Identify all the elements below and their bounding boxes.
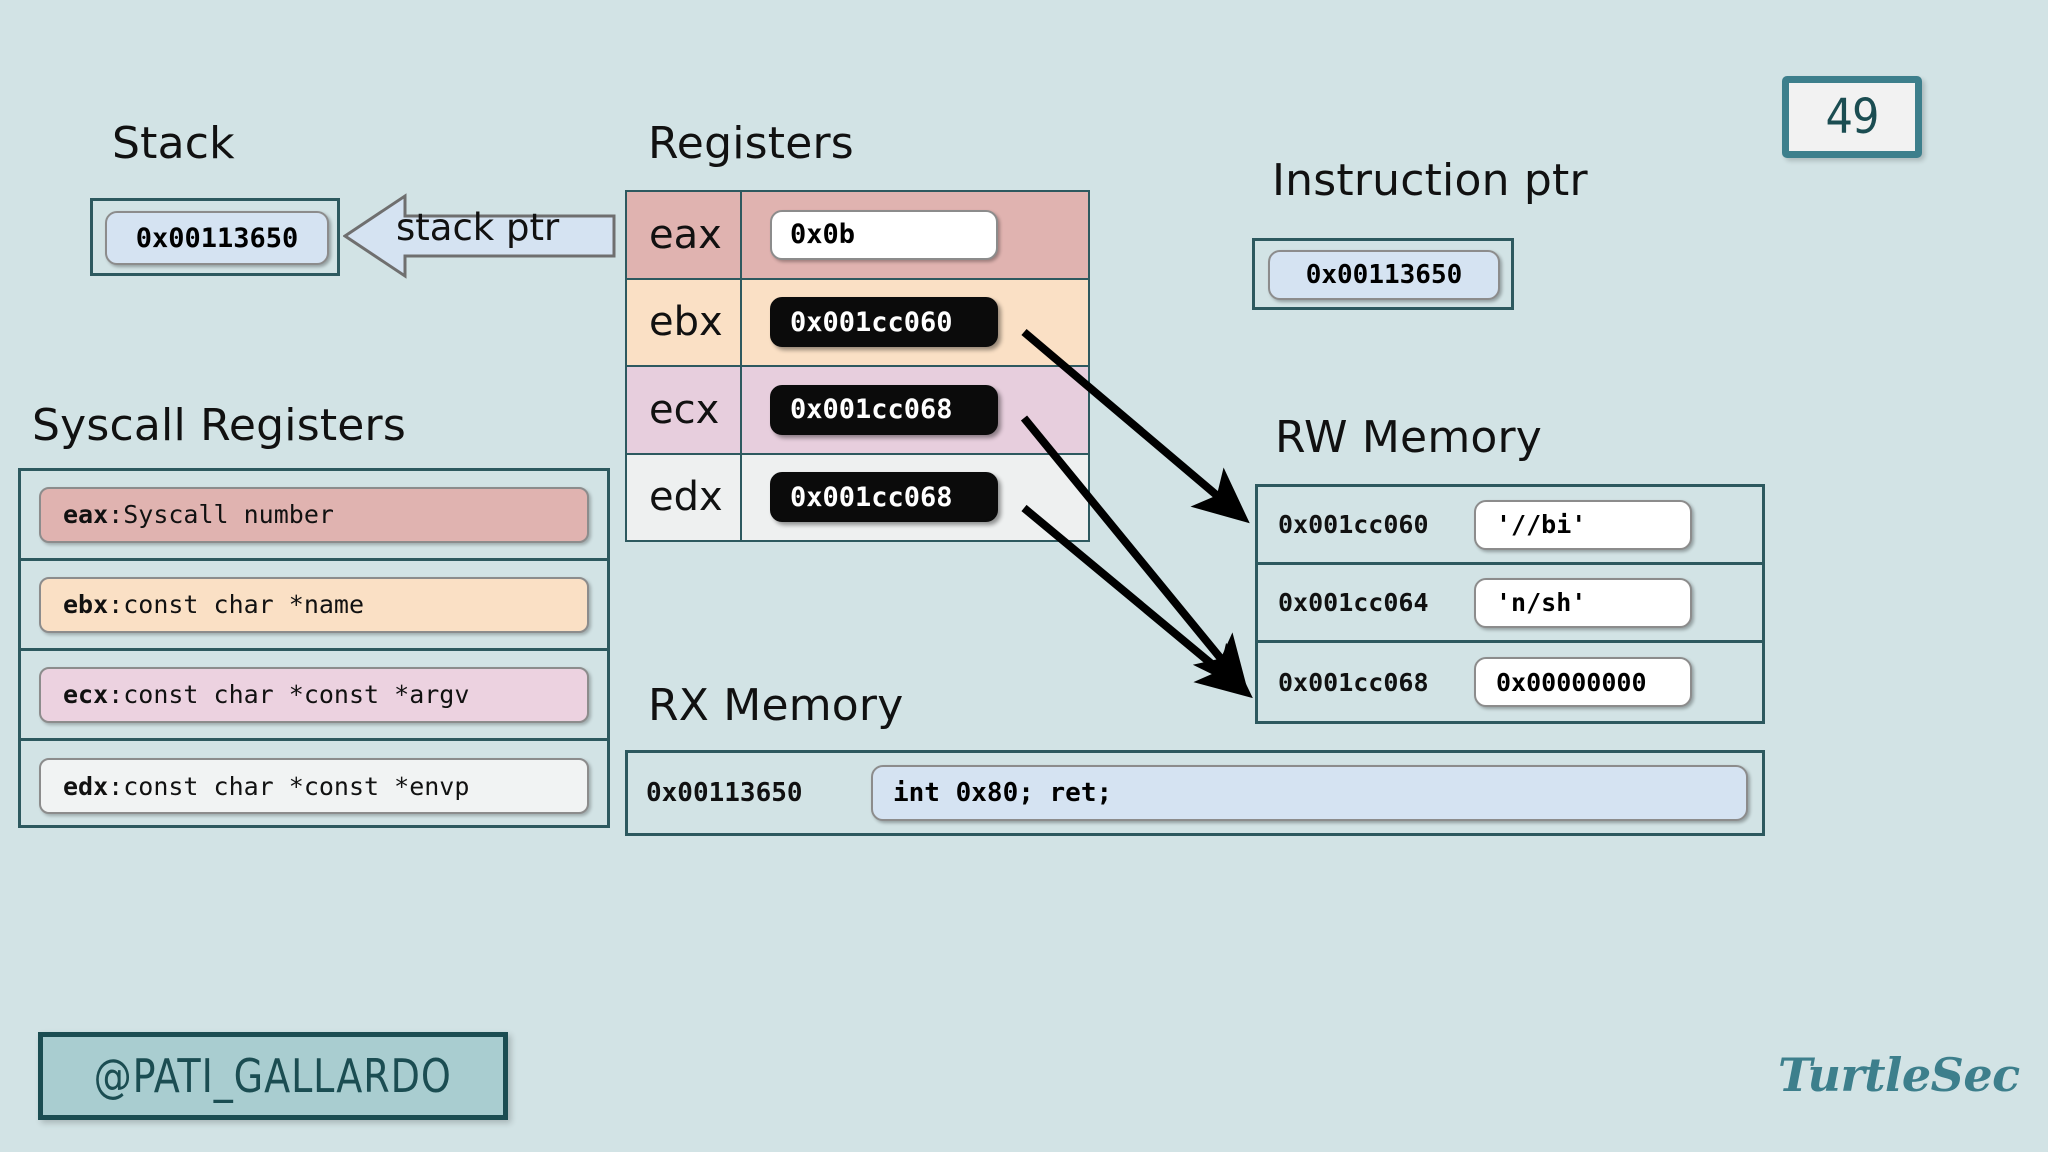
register-value-cell-edx: 0x001cc068 <box>742 455 1088 541</box>
syscall-register-name-ebx: ebx <box>63 590 109 619</box>
rw-memory-row: 0x001cc068 0x00000000 <box>1258 643 1762 721</box>
syscall-separator-edx: : <box>108 771 124 801</box>
syscall-description-edx: const char *const *envp <box>123 771 470 801</box>
rx-memory-instruction: int 0x80; ret; <box>871 765 1748 821</box>
rw-memory-value: 'n/sh' <box>1474 577 1692 628</box>
stack-pointer-label: stack ptr <box>396 206 560 249</box>
rx-memory-address: 0x00113650 <box>646 778 803 808</box>
syscall-register-name-ecx: ecx <box>63 680 109 709</box>
register-value-edx: 0x001cc068 <box>770 472 998 523</box>
stack-heading: Stack <box>112 118 235 169</box>
syscall-description-eax: Syscall number <box>123 500 334 529</box>
syscall-separator-eax: : <box>108 500 124 529</box>
syscall-registers-heading: Syscall Registers <box>32 400 406 451</box>
stack-pointer-arrow-icon <box>343 190 616 282</box>
turtlesec-logo: TurtleSec <box>1778 1048 2020 1102</box>
registers-heading: Registers <box>648 118 854 169</box>
stack-value: 0x00113650 <box>105 211 329 265</box>
author-handle: @PATI_GALLARDO <box>93 1049 453 1103</box>
syscall-register-name-eax: eax <box>63 500 109 529</box>
instruction-pointer-heading: Instruction ptr <box>1272 155 1588 206</box>
register-name-eax: eax <box>627 192 742 278</box>
slide-number: 49 <box>1825 89 1880 145</box>
registers-table: eax 0x0b ebx 0x001cc060 ecx 0x001cc068 e… <box>625 190 1090 542</box>
syscall-row-ebx: ebx : const char *name <box>21 561 607 651</box>
stack-container: 0x00113650 <box>90 198 340 276</box>
syscall-separator-ebx: : <box>108 590 124 619</box>
syscall-separator-ecx: : <box>108 680 124 709</box>
syscall-description-ecx: const char *const *argv <box>123 680 470 709</box>
register-row-ecx: ecx 0x001cc068 <box>627 367 1088 455</box>
register-row-ebx: ebx 0x001cc060 <box>627 279 1088 367</box>
rw-memory-address: 0x001cc064 <box>1278 588 1429 617</box>
rw-memory-address: 0x001cc060 <box>1278 510 1429 539</box>
rw-memory-row: 0x001cc064 'n/sh' <box>1258 565 1762 643</box>
rw-memory-value: '//bi' <box>1474 499 1692 550</box>
register-name-ecx: ecx <box>627 367 742 453</box>
instruction-pointer-container: 0x00113650 <box>1252 238 1514 310</box>
syscall-pill-edx: edx : const char *const *envp <box>39 758 589 814</box>
syscall-pill-eax: eax : Syscall number <box>39 486 589 543</box>
register-value-ebx: 0x001cc060 <box>770 297 998 348</box>
rx-memory-container: 0x00113650 int 0x80; ret; <box>625 750 1765 836</box>
register-name-ebx: ebx <box>627 279 742 365</box>
syscall-row-eax: eax : Syscall number <box>21 471 607 561</box>
syscall-row-edx: edx : const char *const *envp <box>21 741 607 831</box>
register-row-edx: edx 0x001cc068 <box>627 454 1088 541</box>
register-value-cell-ebx: 0x001cc060 <box>742 280 1088 366</box>
syscall-pill-ecx: ecx : const char *const *argv <box>39 666 589 723</box>
register-value-ecx: 0x001cc068 <box>770 384 998 435</box>
rw-memory-heading: RW Memory <box>1275 412 1543 463</box>
register-name-edx: edx <box>627 454 742 540</box>
register-value-eax: 0x0b <box>770 209 998 260</box>
syscall-register-name-edx: edx <box>63 771 109 801</box>
instruction-pointer-value: 0x00113650 <box>1268 250 1500 300</box>
syscall-registers-container: eax : Syscall number ebx : const char *n… <box>18 468 610 828</box>
author-handle-badge: @PATI_GALLARDO <box>38 1032 508 1120</box>
register-row-eax: eax 0x0b <box>627 192 1088 280</box>
rw-memory-address: 0x001cc068 <box>1278 667 1429 697</box>
syscall-description-ebx: const char *name <box>123 590 365 619</box>
register-value-cell-ecx: 0x001cc068 <box>742 367 1088 453</box>
rx-memory-heading: RX Memory <box>648 680 904 731</box>
syscall-pill-ebx: ebx : const char *name <box>39 576 589 633</box>
rw-memory-row: 0x001cc060 '//bi' <box>1258 487 1762 565</box>
rw-memory-value: 0x00000000 <box>1474 657 1692 707</box>
slide-number-badge: 49 <box>1782 76 1922 158</box>
register-value-cell-eax: 0x0b <box>742 192 1088 278</box>
syscall-row-ecx: ecx : const char *const *argv <box>21 651 607 741</box>
rw-memory-container: 0x001cc060 '//bi' 0x001cc064 'n/sh' 0x00… <box>1255 484 1765 724</box>
